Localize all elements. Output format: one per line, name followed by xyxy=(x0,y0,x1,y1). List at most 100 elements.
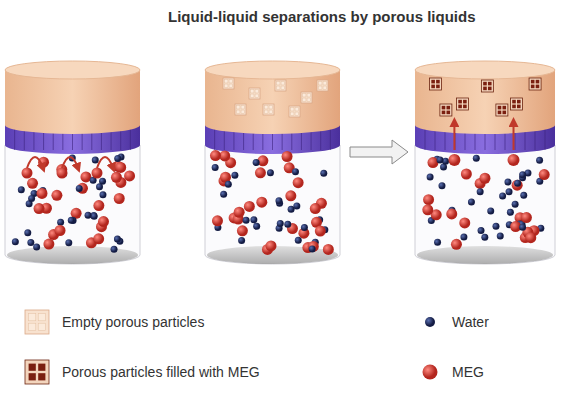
meg-molecule xyxy=(244,201,255,212)
water-molecule xyxy=(519,224,526,231)
meg-molecule xyxy=(479,173,490,184)
meg-molecule xyxy=(310,203,321,214)
water-molecule xyxy=(437,156,444,163)
legend-label: Water xyxy=(452,314,489,330)
empty-particle xyxy=(235,104,246,115)
meg-molecule xyxy=(93,200,104,211)
water-molecule xyxy=(497,233,504,240)
water-molecule xyxy=(85,212,92,219)
legend-icons xyxy=(25,310,438,384)
meg-molecule xyxy=(266,240,277,251)
separation-vessel xyxy=(205,61,340,264)
process-arrow xyxy=(350,140,408,164)
water-molecule xyxy=(24,229,31,236)
water-molecule xyxy=(253,223,260,230)
meg-molecule xyxy=(93,233,104,244)
water-molecule xyxy=(519,171,526,178)
meg-molecule xyxy=(423,194,434,205)
water-molecule xyxy=(468,198,475,205)
meg-molecule xyxy=(459,217,470,228)
filled-particle xyxy=(529,78,541,90)
filled-particle xyxy=(25,360,49,384)
meg-molecule xyxy=(27,178,38,189)
meg-molecule xyxy=(282,151,293,162)
water-molecule xyxy=(434,239,441,246)
water-molecule xyxy=(275,197,282,204)
water-molecule xyxy=(507,209,514,216)
empty-particle xyxy=(317,80,328,91)
filled-particle xyxy=(456,98,468,110)
water-molecule xyxy=(499,192,506,199)
meg-molecule xyxy=(255,167,266,178)
water-molecule xyxy=(481,234,488,241)
meg-molecule xyxy=(525,232,536,243)
filled-particle xyxy=(430,78,442,90)
meg-molecule xyxy=(308,241,319,252)
meg-molecule xyxy=(521,212,532,223)
empty-particle xyxy=(25,310,49,334)
water-molecule xyxy=(65,239,72,246)
water-molecule xyxy=(284,221,291,228)
water-molecule xyxy=(460,234,467,241)
meg-molecule xyxy=(114,193,125,204)
meg-molecule xyxy=(51,190,62,201)
meg-molecule xyxy=(315,226,326,237)
meg-molecule xyxy=(293,177,304,188)
meg-molecule xyxy=(512,180,523,191)
water-molecule xyxy=(520,192,527,199)
water-molecule xyxy=(238,237,245,244)
water-molecule xyxy=(492,223,499,230)
water-molecule xyxy=(309,245,316,252)
water-molecule xyxy=(99,191,106,198)
water-molecule xyxy=(68,217,75,224)
water-molecule xyxy=(96,183,103,190)
empty-particle xyxy=(223,78,234,89)
water-molecule xyxy=(292,168,299,175)
meg-molecule xyxy=(446,208,457,219)
meg-molecule xyxy=(237,225,248,236)
water-molecule xyxy=(473,155,480,162)
water-molecule xyxy=(250,216,257,223)
water-molecule xyxy=(212,164,219,171)
filled-particle xyxy=(440,104,452,116)
water-molecule xyxy=(506,188,513,195)
meg-molecule xyxy=(422,204,433,215)
water-molecule xyxy=(231,172,238,179)
water-molecule xyxy=(57,219,64,226)
water-molecule xyxy=(225,181,232,188)
meg-molecule xyxy=(111,172,122,183)
water-molecule xyxy=(487,207,494,214)
filled-particle xyxy=(510,98,522,110)
meg-molecule xyxy=(323,244,334,255)
water-molecule xyxy=(536,157,543,164)
meg-molecule xyxy=(115,162,126,173)
meg-molecule xyxy=(124,170,135,181)
water-molecule xyxy=(277,220,284,227)
empty-particle xyxy=(301,92,312,103)
meg-molecule xyxy=(210,150,221,161)
water-molecule xyxy=(438,182,445,189)
water-molecule xyxy=(28,195,35,202)
water-symbol xyxy=(425,317,435,327)
legend-label: MEG xyxy=(452,364,484,380)
meg-molecule xyxy=(36,188,47,199)
water-molecule xyxy=(514,180,521,187)
meg-molecule xyxy=(34,203,45,214)
meg-molecule xyxy=(285,190,296,201)
water-molecule xyxy=(504,179,511,186)
water-molecule xyxy=(76,185,83,192)
water-molecule xyxy=(27,239,34,246)
water-molecule xyxy=(301,224,308,231)
separation-vessel xyxy=(415,61,555,264)
meg-symbol xyxy=(423,365,438,380)
water-molecule xyxy=(293,202,300,209)
water-molecule xyxy=(18,186,25,193)
water-molecule xyxy=(92,157,99,164)
water-molecule xyxy=(220,191,227,198)
water-molecule xyxy=(33,244,40,251)
legend-label: Porous particles filled with MEG xyxy=(62,364,260,380)
water-molecule xyxy=(111,246,118,253)
water-molecule xyxy=(114,155,121,162)
separation-vessel xyxy=(5,61,140,264)
empty-particle xyxy=(249,88,260,99)
